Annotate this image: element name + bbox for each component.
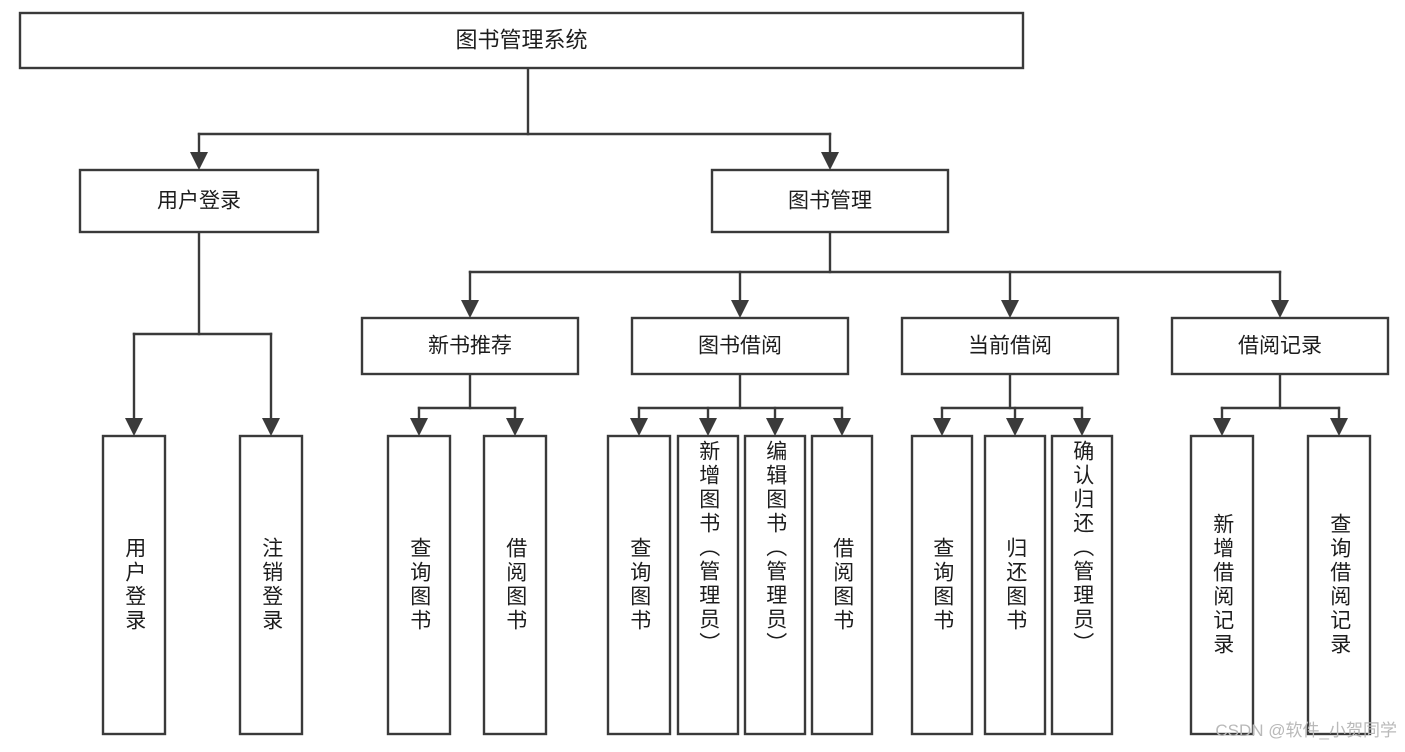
arrow-head: [933, 418, 951, 436]
node-box-book-manage[interactable]: [710, 168, 950, 234]
node-book-borrow[interactable]: 图书借阅: [630, 316, 850, 376]
node-leaf-logout-login[interactable]: [238, 434, 304, 736]
node-box-root[interactable]: [18, 11, 1025, 70]
arrow-head: [1001, 300, 1019, 318]
node-label-current-borrow: 当前借阅: [968, 335, 1052, 358]
node-box-borrow-record[interactable]: [1170, 316, 1390, 376]
node-leaf-query-book-current[interactable]: [910, 434, 974, 736]
node-leaf-borrow-book-new[interactable]: [482, 434, 548, 736]
node-box-leaf-add-book-admin[interactable]: [676, 434, 740, 736]
arrow-head: [833, 418, 851, 436]
node-leaf-borrow-book[interactable]: [810, 434, 874, 736]
node-current-borrow[interactable]: 当前借阅: [900, 316, 1120, 376]
arrow-head: [1006, 418, 1024, 436]
arrow-head: [1073, 418, 1091, 436]
arrow-head: [731, 300, 749, 318]
arrow-head: [262, 418, 280, 436]
arrow-head: [125, 418, 143, 436]
node-leaf-query-book-borrow[interactable]: [606, 434, 672, 736]
node-leaf-user-login[interactable]: [101, 434, 167, 736]
arrow-head: [630, 418, 648, 436]
node-box-leaf-user-login[interactable]: [101, 434, 167, 736]
arrow-head: [1330, 418, 1348, 436]
node-box-current-borrow[interactable]: [900, 316, 1120, 376]
node-leaf-return-book[interactable]: [983, 434, 1047, 736]
node-user-login[interactable]: 用户登录: [78, 168, 320, 234]
node-label-book-manage: 图书管理: [788, 190, 872, 213]
node-box-leaf-logout-login[interactable]: [238, 434, 304, 736]
arrow-head: [699, 418, 717, 436]
node-label-new-book-recommend: 新书推荐: [428, 335, 512, 358]
arrow-head: [410, 418, 428, 436]
node-borrow-record[interactable]: 借阅记录: [1170, 316, 1390, 376]
arrow-head: [506, 418, 524, 436]
node-box-leaf-borrow-book-new[interactable]: [482, 434, 548, 736]
node-box-leaf-query-book-borrow[interactable]: [606, 434, 672, 736]
arrow-head: [766, 418, 784, 436]
node-label-root: 图书管理系统: [455, 27, 587, 52]
node-box-user-login[interactable]: [78, 168, 320, 234]
node-leaf-query-borrow-record[interactable]: [1306, 434, 1372, 736]
node-box-leaf-confirm-return-admin[interactable]: [1050, 434, 1114, 736]
node-leaf-add-borrow-record[interactable]: [1189, 434, 1255, 736]
arrow-head: [461, 300, 479, 318]
node-box-leaf-query-book-current[interactable]: [910, 434, 974, 736]
node-leaf-query-book-new[interactable]: [386, 434, 452, 736]
node-box-leaf-borrow-book[interactable]: [810, 434, 874, 736]
node-leaf-add-book-admin[interactable]: [676, 434, 740, 736]
node-new-book-recommend[interactable]: 新书推荐: [360, 316, 580, 376]
arrow-head: [1271, 300, 1289, 318]
node-leaf-confirm-return-admin[interactable]: [1050, 434, 1114, 736]
node-book-manage[interactable]: 图书管理: [710, 168, 950, 234]
node-box-leaf-add-borrow-record[interactable]: [1189, 434, 1255, 736]
node-label-book-borrow: 图书借阅: [698, 335, 782, 358]
node-label-user-login: 用户登录: [157, 190, 241, 213]
arrow-head: [190, 152, 208, 170]
node-box-leaf-query-borrow-record[interactable]: [1306, 434, 1372, 736]
node-box-leaf-return-book[interactable]: [983, 434, 1047, 736]
node-root[interactable]: 图书管理系统: [18, 11, 1025, 70]
node-box-leaf-query-book-new[interactable]: [386, 434, 452, 736]
node-box-new-book-recommend[interactable]: [360, 316, 580, 376]
arrow-head: [821, 152, 839, 170]
node-label-borrow-record: 借阅记录: [1238, 335, 1322, 358]
csdn-watermark: CSDN @软件_小贺同学: [1215, 721, 1397, 740]
node-leaf-edit-book-admin[interactable]: [743, 434, 807, 736]
node-box-book-borrow[interactable]: [630, 316, 850, 376]
node-box-leaf-edit-book-admin[interactable]: [743, 434, 807, 736]
arrow-head: [1213, 418, 1231, 436]
